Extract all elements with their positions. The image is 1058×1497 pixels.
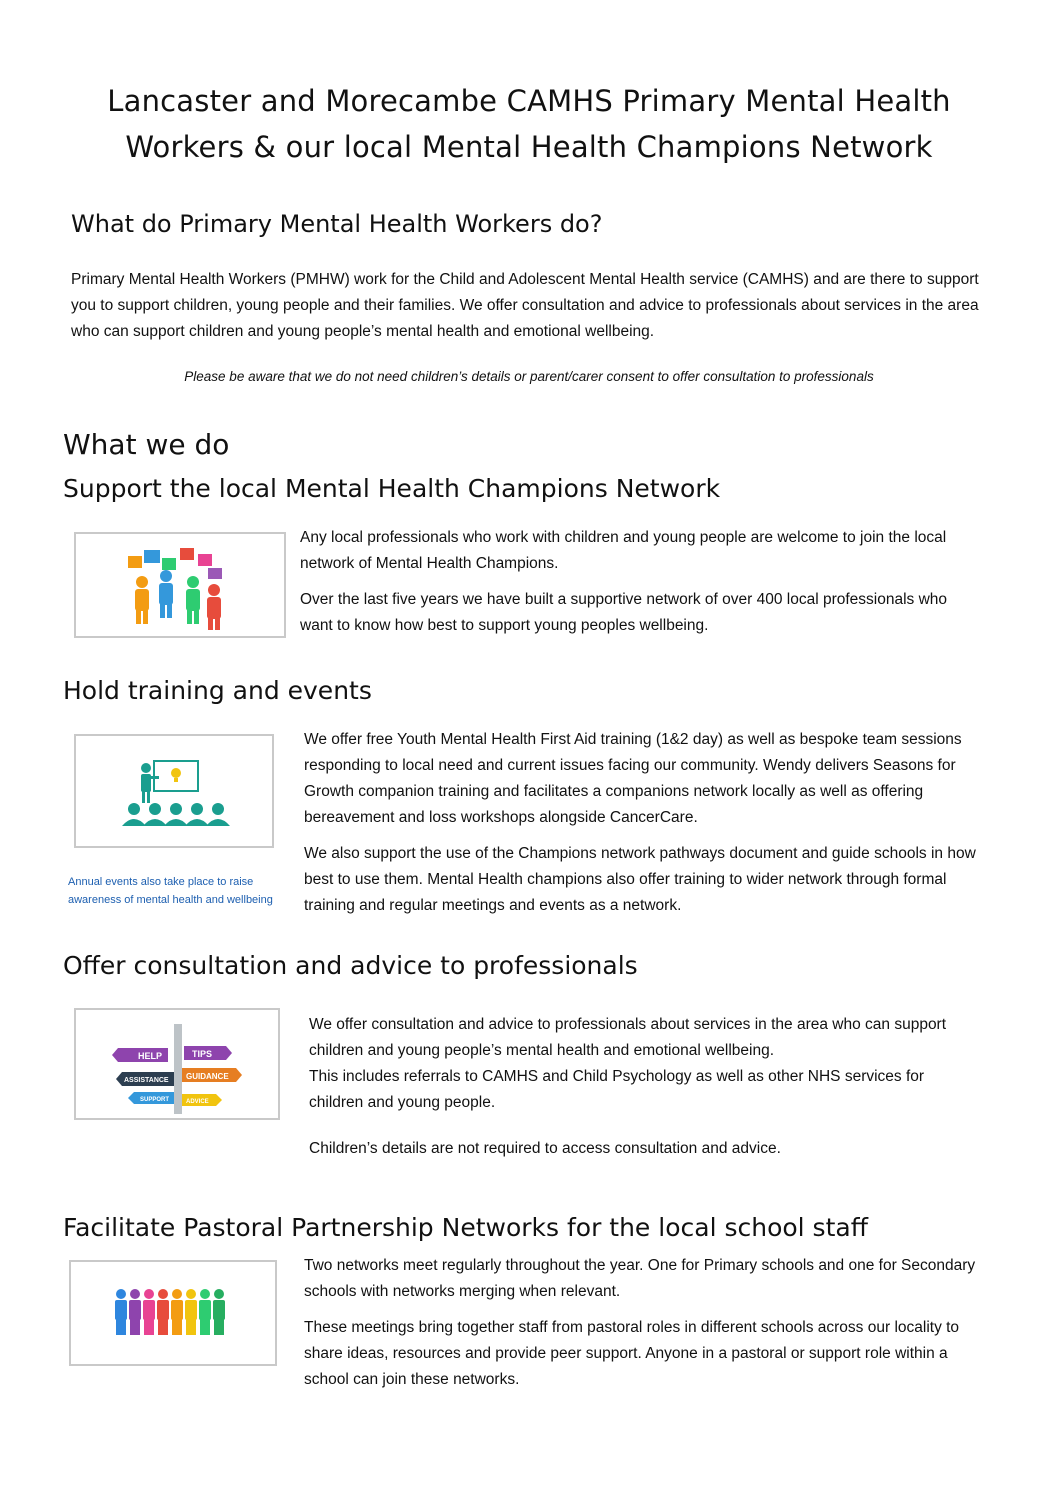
champions-paragraph-2: Over the last five years we have built a… [300, 591, 948, 634]
sign-assistance [116, 1072, 174, 1086]
signpost-pole-icon [174, 1024, 182, 1114]
sign-label: HELP [138, 1051, 162, 1061]
sign-label: TIPS [192, 1049, 212, 1059]
person-icon [115, 1289, 127, 1335]
pastoral-image [69, 1260, 277, 1366]
champions-image [74, 532, 286, 638]
sign-support [128, 1092, 174, 1104]
consultation-heading: Offer consultation and advice to profess… [63, 951, 638, 980]
person-icon [199, 1289, 211, 1335]
colourful-people-illustration [115, 1289, 225, 1335]
person-icon [207, 584, 221, 630]
speech-bubble-icon [128, 556, 142, 568]
person-icon [159, 570, 173, 618]
person-icon [143, 1289, 155, 1335]
person-icon [129, 1289, 141, 1335]
speech-bubble-icon [208, 568, 222, 579]
sign-label: SUPPORT [140, 1097, 169, 1103]
pastoral-heading: Facilitate Pastoral Partnership Networks… [63, 1213, 868, 1242]
person-icon [186, 576, 200, 624]
lightbulb-icon [171, 768, 181, 782]
annual-events-caption: Annual events also take place to raise a… [68, 876, 273, 906]
sign-label: ADVICE [186, 1099, 209, 1105]
person-icon [135, 576, 149, 624]
training-paragraph-2: We also support the use of the Champions… [304, 845, 976, 914]
consultation-paragraph-1b: This includes referrals to CAMHS and Chi… [309, 1068, 925, 1111]
champions-heading: Support the local Mental Health Champion… [63, 474, 721, 503]
people-speech-bubbles-illustration [128, 548, 222, 630]
consultation-image: HELP TIPS ASSISTANCE GUIDANCE SUPPORT AD… [74, 1008, 280, 1120]
audience-icon [122, 803, 230, 826]
person-icon [157, 1289, 169, 1335]
champions-paragraph-1: Any local professionals who work with ch… [300, 529, 947, 572]
speech-bubble-icon [144, 550, 160, 563]
presenter-icon [141, 763, 159, 803]
classroom-training-illustration [122, 760, 230, 826]
sign-label: ASSISTANCE [124, 1077, 169, 1084]
page-title-line-1: Lancaster and Morecambe CAMHS Primary Me… [107, 84, 951, 118]
pastoral-text: Two networks meet regularly throughout t… [304, 1253, 976, 1403]
person-icon [213, 1289, 225, 1335]
sign-help [112, 1048, 168, 1062]
sign-label: GUIDANCE [186, 1072, 229, 1081]
consultation-paragraph-2: Children’s details are not required to a… [309, 1140, 781, 1157]
sign-tips [184, 1046, 232, 1060]
training-text: We offer free Youth Mental Health First … [304, 727, 976, 929]
training-paragraph-1: We offer free Youth Mental Health First … [304, 731, 962, 826]
training-heading: Hold training and events [63, 676, 372, 705]
pastoral-paragraph-2: These meetings bring together staff from… [304, 1319, 960, 1388]
speech-bubble-icon [162, 558, 176, 570]
pmhw-body: Primary Mental Health Workers (PMHW) wor… [71, 271, 979, 340]
what-we-do-heading: What we do [63, 428, 230, 461]
pastoral-paragraph-1: Two networks meet regularly throughout t… [304, 1257, 976, 1300]
sign-guidance [182, 1068, 242, 1082]
person-icon [185, 1289, 197, 1335]
consultation-paragraph-1a: We offer consultation and advice to prof… [309, 1016, 947, 1059]
pmhw-heading: What do Primary Mental Health Workers do… [71, 210, 603, 238]
speech-bubble-icon [198, 554, 212, 566]
champions-text: Any local professionals who work with ch… [300, 525, 980, 649]
person-icon [171, 1289, 183, 1335]
page-title: Lancaster and Morecambe CAMHS Primary Me… [60, 78, 998, 170]
consultation-text: We offer consultation and advice to prof… [309, 1012, 969, 1162]
page-title-line-2: Workers & our local Mental Health Champi… [125, 130, 933, 164]
training-image [74, 734, 274, 848]
signpost-illustration: HELP TIPS ASSISTANCE GUIDANCE SUPPORT AD… [112, 1024, 242, 1114]
consent-note: Please be aware that we do not need chil… [184, 369, 874, 384]
sign-advice [182, 1094, 222, 1106]
speech-bubble-icon [180, 548, 194, 560]
